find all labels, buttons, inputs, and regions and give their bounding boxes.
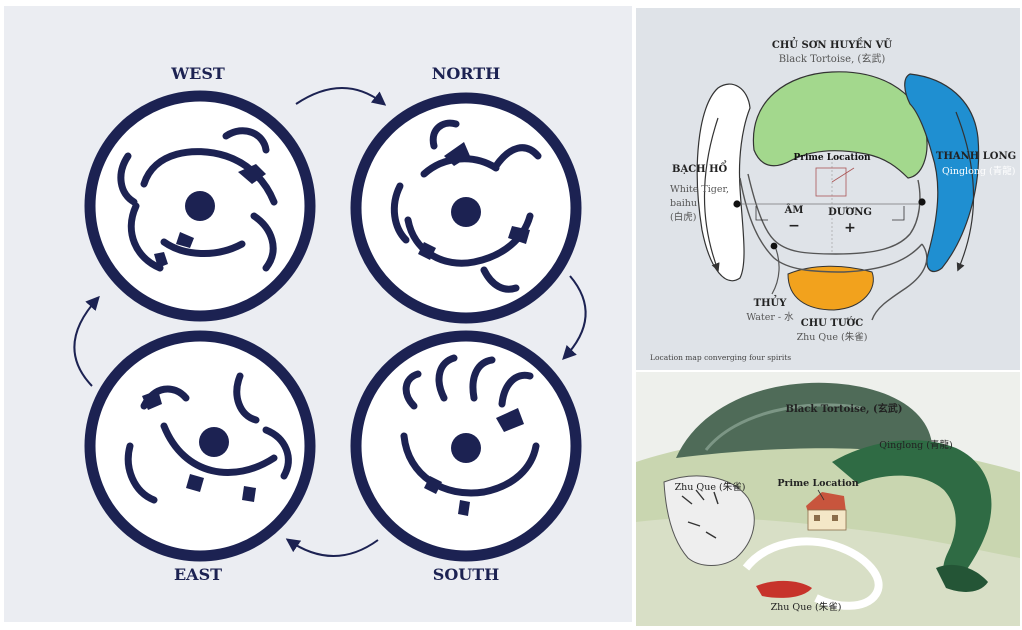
medallion-south-bird	[356, 336, 576, 556]
spirits-illustration-panel: Black Tortoise, (玄武) Qinglong (青龍) Zhu Q…	[636, 372, 1020, 626]
tiger-subtitle-2: baihu	[670, 198, 697, 209]
duong-sign: +	[844, 220, 856, 236]
illus-dragon-label: Qinglong (青龍)	[879, 439, 952, 451]
water-stream-branch	[772, 244, 779, 294]
medallion-east-creature	[90, 336, 310, 556]
illus-tortoise-label: Black Tortoise, (玄武)	[786, 402, 903, 415]
bird-subtitle: Zhu Que (朱雀)	[797, 331, 868, 343]
bird-title: CHU TƯỚC	[801, 317, 863, 329]
marker-dot-right	[918, 198, 925, 205]
prime-pointer	[832, 168, 854, 182]
red-bird-mound	[788, 266, 873, 310]
arrow-west-to-north	[296, 88, 384, 104]
arrow-east-to-west	[74, 298, 98, 386]
medallion-west-tiger	[90, 96, 310, 316]
spirits-illustration: Black Tortoise, (玄武) Qinglong (青龍) Zhu Q…	[636, 372, 1020, 626]
water-stream-middle	[740, 178, 922, 272]
location-map-diagram: CHỦ SƠN HUYỀN VŨ Black Tortoise, (玄武) BẠ…	[636, 8, 1020, 370]
label-north: NORTH	[432, 64, 501, 83]
label-east: EAST	[174, 565, 222, 584]
prime-location-box	[816, 168, 846, 196]
dragon-title: THANH LONG	[936, 151, 1016, 162]
water-subtitle: Water - 水	[746, 311, 794, 323]
map-caption: Location map converging four spirits	[650, 353, 791, 362]
label-south: SOUTH	[433, 565, 499, 584]
illus-tiger-label: Zhu Que (朱雀)	[675, 481, 746, 493]
illus-prime-label: Prime Location	[777, 478, 858, 489]
am-sign: −	[788, 218, 800, 234]
tortoise-title: CHỦ SƠN HUYỀN VŨ	[772, 38, 892, 51]
dragon-subtitle: Qinglong (青龍)	[942, 165, 1015, 177]
tortoise-subtitle: Black Tortoise, (玄武)	[779, 52, 886, 65]
tiger-subtitle-3: (白虎)	[670, 211, 696, 223]
duong-label: DƯƠNG	[828, 206, 872, 218]
arrow-north-to-south	[564, 276, 586, 358]
prime-location-label: Prime Location	[793, 153, 871, 163]
label-west: WEST	[170, 64, 225, 83]
four-spirits-diagram: WEST NORTH EAST SOUTH	[4, 6, 632, 622]
four-spirits-panel: WEST NORTH EAST SOUTH	[4, 6, 632, 622]
marker-dot-water	[771, 243, 778, 250]
water-title: THỦY	[754, 296, 788, 309]
bracket-duong	[892, 206, 904, 220]
tiger-title: BẠCH HỔ	[672, 161, 728, 175]
tiger-subtitle-1: White Tiger,	[670, 184, 729, 195]
arrow-south-to-east	[288, 540, 378, 556]
medallion-north-dragon	[356, 98, 576, 318]
illus-bird-label: Zhu Que (朱雀)	[771, 601, 842, 613]
water-stream-outlet	[872, 244, 927, 320]
marker-dot-left	[733, 200, 740, 207]
location-map-panel: CHỦ SƠN HUYỀN VŨ Black Tortoise, (玄武) BẠ…	[636, 8, 1020, 370]
am-label: ÂM	[784, 204, 804, 216]
